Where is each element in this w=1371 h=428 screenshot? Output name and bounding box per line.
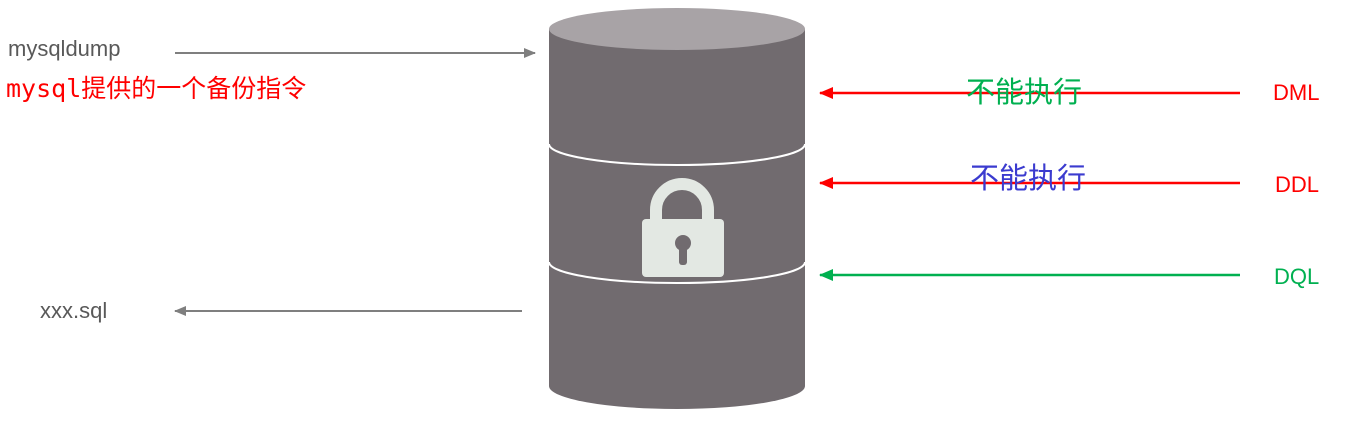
- database-cylinder-icon: [548, 8, 806, 409]
- ddl-label: DDL: [1275, 172, 1320, 197]
- dml-status-text: 不能执行: [966, 75, 1083, 109]
- mysqldump-description: mysql提供的一个备份指令: [6, 74, 307, 103]
- dql-label: DQL: [1274, 264, 1320, 289]
- mysqldump-command-label: mysqldump: [8, 36, 121, 61]
- dml-label: DML: [1273, 80, 1320, 105]
- cylinder-divider: [548, 143, 806, 166]
- lock-icon: [642, 178, 724, 277]
- output-file-label: xxx.sql: [40, 298, 108, 323]
- ddl-status-text: 不能执行: [970, 161, 1087, 195]
- cylinder-divider: [548, 261, 806, 284]
